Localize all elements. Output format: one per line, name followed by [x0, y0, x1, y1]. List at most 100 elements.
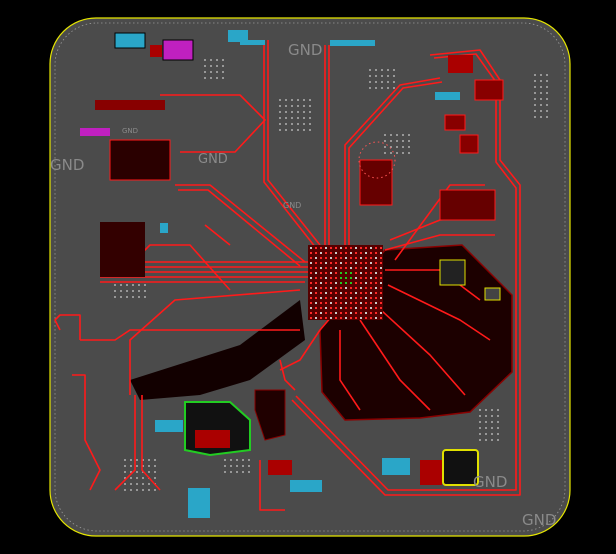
via [248, 471, 250, 473]
via [224, 465, 226, 467]
bga-ball [360, 307, 362, 309]
bga-ball [355, 267, 357, 269]
via [136, 459, 138, 461]
via [546, 74, 548, 76]
gnd-label: GND [522, 511, 556, 529]
bga-ball [325, 257, 327, 259]
bga-ball [350, 257, 352, 259]
bga-ball [360, 282, 362, 284]
bga-ball [355, 252, 357, 254]
connector-pour [254, 389, 286, 441]
bga-ball [335, 292, 337, 294]
bga-ball [320, 317, 322, 319]
via [130, 459, 132, 461]
bga-ball [335, 312, 337, 314]
via [408, 140, 410, 142]
via [303, 123, 305, 125]
pad-yellow [439, 259, 466, 286]
components [80, 30, 504, 518]
bga-ball [335, 262, 337, 264]
via [279, 111, 281, 113]
bga-ball [380, 277, 382, 279]
gnd-label: GND [50, 156, 84, 174]
trace [141, 395, 161, 491]
bga-ball [365, 267, 367, 269]
trace [178, 189, 301, 267]
bga-ball [365, 277, 367, 279]
bga-ball [330, 267, 332, 269]
bga-ball [315, 282, 317, 284]
bga-ball [365, 252, 367, 254]
bga-ball [350, 267, 352, 269]
bga-ball [310, 307, 312, 309]
via [224, 471, 226, 473]
bga-ball [345, 267, 347, 269]
bga-ball [345, 277, 347, 279]
trace [344, 77, 441, 250]
bga-ball [340, 267, 342, 269]
via [297, 111, 299, 113]
via [303, 105, 305, 107]
via [138, 290, 140, 292]
via [384, 134, 386, 136]
bga-ball [345, 257, 347, 259]
via [136, 471, 138, 473]
bga-ball [325, 317, 327, 319]
bga-ball [360, 247, 362, 249]
via [210, 59, 212, 61]
bga-ball [330, 247, 332, 249]
via [546, 80, 548, 82]
bga-ball [315, 247, 317, 249]
bga-ball [375, 247, 377, 249]
via [230, 471, 232, 473]
via [204, 59, 206, 61]
bga-ball [375, 297, 377, 299]
via [154, 471, 156, 473]
via [222, 71, 224, 73]
bga-ball [365, 287, 367, 289]
bga-ball [335, 247, 337, 249]
via [154, 465, 156, 467]
via [375, 69, 377, 71]
via [540, 86, 542, 88]
via [144, 284, 146, 286]
via [297, 129, 299, 131]
bga-ball [320, 292, 322, 294]
via [222, 77, 224, 79]
connector-cyan [188, 488, 210, 518]
trace [295, 53, 517, 491]
keepout-ring [358, 141, 396, 179]
via [154, 477, 156, 479]
via [222, 59, 224, 61]
via [136, 483, 138, 485]
pad-cyan [160, 223, 168, 233]
bga-ball [320, 252, 322, 254]
bga-ball [355, 262, 357, 264]
bga-ball [345, 287, 347, 289]
via [114, 296, 116, 298]
via [540, 104, 542, 106]
via [381, 81, 383, 83]
trace [54, 314, 81, 340]
bga-ball [380, 312, 382, 314]
via [534, 92, 536, 94]
via [120, 296, 122, 298]
bga-ball [375, 312, 377, 314]
via [369, 81, 371, 83]
via [387, 81, 389, 83]
via [230, 459, 232, 461]
bga-ball [310, 267, 312, 269]
bga-ball [330, 277, 332, 279]
via [114, 284, 116, 286]
bga-ball [315, 302, 317, 304]
bga-ball [320, 257, 322, 259]
bga-ball [370, 277, 372, 279]
via [114, 290, 116, 292]
ic-footprint [448, 55, 473, 73]
bga-ball [355, 307, 357, 309]
via [369, 69, 371, 71]
bga-ball [310, 277, 312, 279]
via [402, 134, 404, 136]
via [497, 427, 499, 429]
